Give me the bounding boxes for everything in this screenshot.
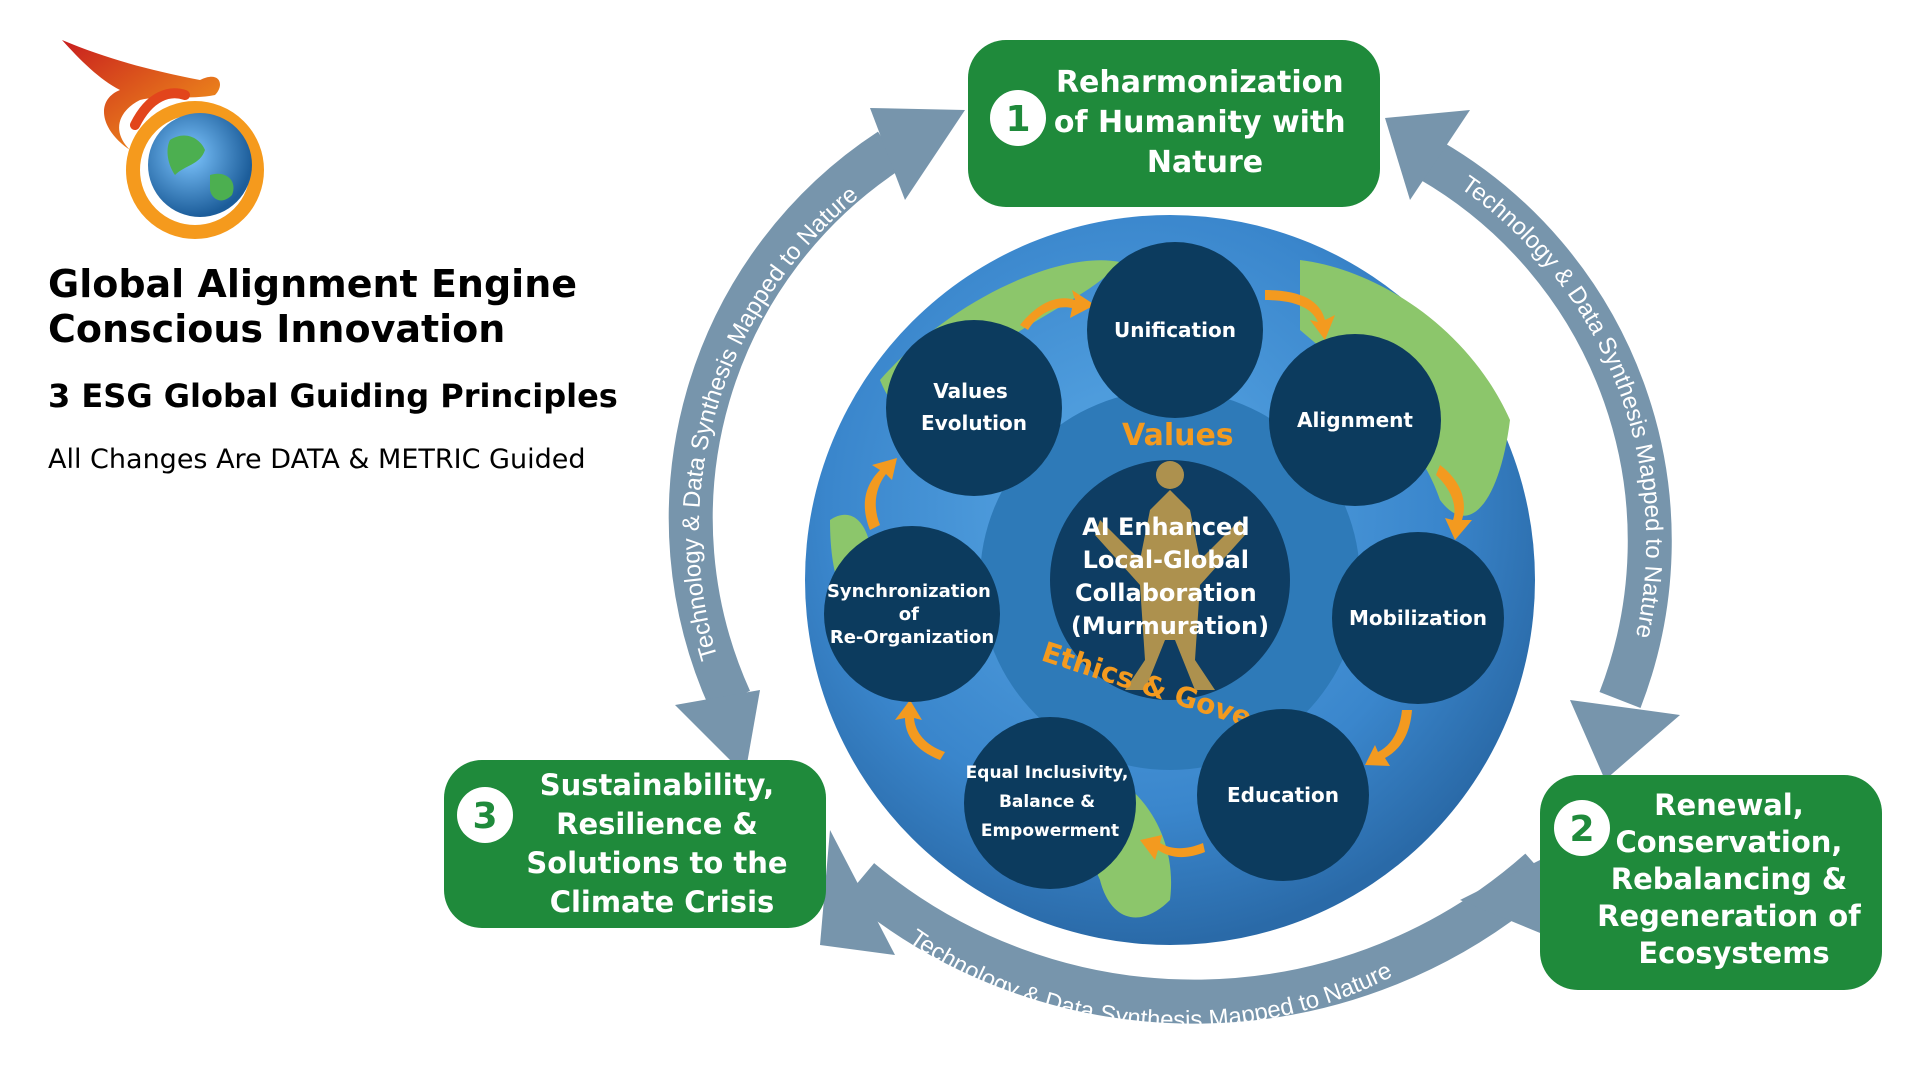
- svg-text:Synchronization of: Synchronization of Re-Organization: [827, 581, 997, 648]
- svg-text:Renewal, Conservation,: Renewal, Conservation, Rebalancing & Reg…: [1597, 788, 1871, 970]
- cycle-arrows: [668, 108, 1680, 1024]
- principle-box-1: 1 Reharmonization of Humanity with Natur…: [968, 40, 1380, 207]
- principle-box-3: 3 Sustainability, Resilience & Solutions…: [444, 760, 826, 928]
- tagline: All Changes Are DATA & METRIC Guided: [48, 444, 586, 475]
- svg-text:Sustainability, Resili: Sustainability, Resilience & Solutions t…: [526, 768, 797, 919]
- svg-text:2: 2: [1569, 809, 1594, 850]
- node-mobilization: Mobilization: [1332, 532, 1504, 704]
- phoenix-globe-logo: [62, 40, 264, 239]
- center-text: AI Enhanced Local-Global Collaboration (…: [1071, 513, 1269, 640]
- orange-arrows: [864, 290, 1472, 860]
- svg-text:Equal Inclusivity, Bal: Equal Inclusivity, Balance & Empowerment: [966, 763, 1135, 841]
- title-line-2: Conscious Innovation: [48, 307, 506, 351]
- title-line-1: Global Alignment Engine: [48, 262, 578, 306]
- svg-text:Education: Education: [1227, 783, 1339, 807]
- svg-text:Mobilization: Mobilization: [1349, 606, 1487, 630]
- subtitle: 3 ESG Global Guiding Principles: [48, 377, 618, 415]
- svg-text:Reharmonization of Hum: Reharmonization of Humanity with Nature: [1054, 65, 1356, 180]
- svg-text:Alignment: Alignment: [1297, 408, 1413, 432]
- node-alignment: Alignment: [1269, 334, 1441, 506]
- node-values-evolution: Values Evolution: [886, 320, 1062, 496]
- node-education: Education: [1197, 709, 1369, 881]
- node-equal-inclusivity: Equal Inclusivity, Balance & Empowerment: [964, 717, 1136, 889]
- node-synchronization: Synchronization of Re-Organization: [824, 526, 1000, 702]
- node-unification: Unification: [1087, 242, 1263, 418]
- values-label: Values: [1122, 418, 1234, 453]
- svg-text:3: 3: [472, 796, 497, 837]
- principle-box-2: 2 Renewal, Conservation, Rebalancing & R…: [1540, 775, 1882, 990]
- svg-text:Unification: Unification: [1114, 318, 1236, 342]
- svg-text:Values Evolution: Values Evolution: [921, 379, 1027, 435]
- svg-text:1: 1: [1005, 99, 1030, 140]
